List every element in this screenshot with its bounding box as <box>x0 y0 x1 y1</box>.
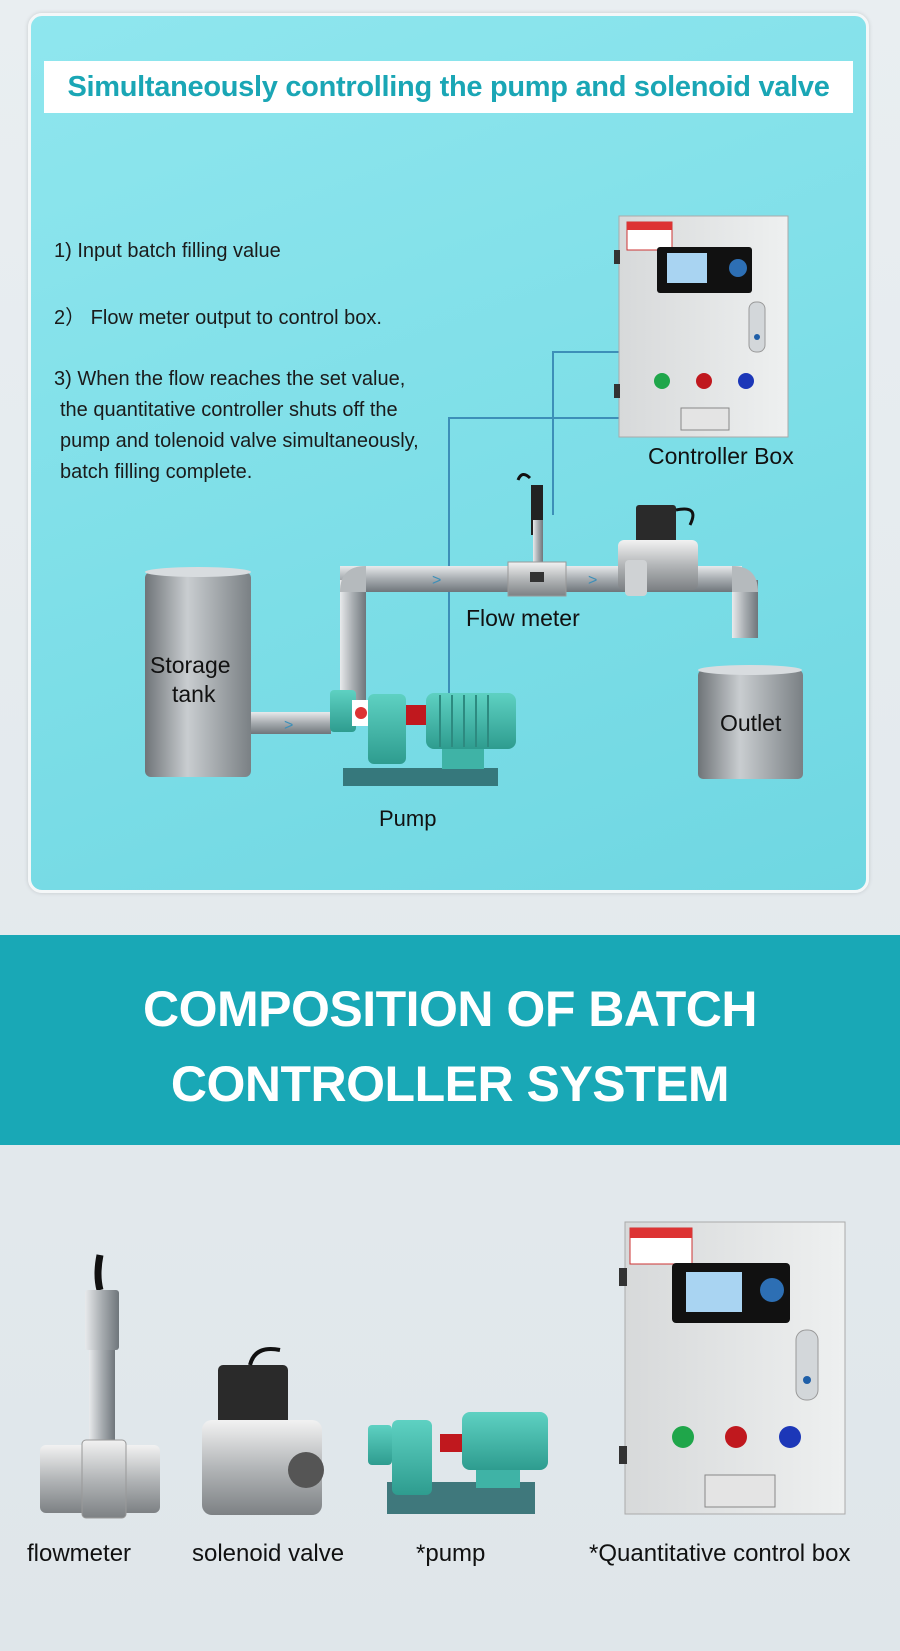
outlet-label: Outlet <box>720 710 782 736</box>
controller-box-icon <box>614 215 789 438</box>
flow-meter-icon <box>507 473 567 597</box>
pump-icon <box>330 690 516 786</box>
product-pump-image <box>368 1412 548 1514</box>
outlet-tank-icon <box>698 665 803 779</box>
product-flowmeter-image <box>40 1254 160 1519</box>
pump-label: Pump <box>379 806 437 831</box>
flow-arrow-icon: > <box>588 572 597 589</box>
flow-meter-label: Flow meter <box>466 605 580 631</box>
product-control-box-image <box>619 1221 846 1515</box>
storage-tank-label-2: tank <box>172 681 216 707</box>
product-label-solenoid-valve: solenoid valve <box>192 1540 345 1567</box>
signal-wires <box>448 351 619 720</box>
step-1: 1) Input batch filling value <box>54 240 281 262</box>
product-solenoid-valve-image <box>202 1347 324 1515</box>
flow-arrow-icon: > <box>284 717 293 734</box>
step-2: 2） Flow meter output to control box. <box>54 307 382 329</box>
storage-tank-icon <box>145 567 251 777</box>
solenoid-valve-icon <box>618 505 698 596</box>
diagram-title: Simultaneously controlling the pump and … <box>44 61 853 113</box>
storage-tank-label: Storage <box>150 652 231 678</box>
section-header: COMPOSITION OF BATCH CONTROLLER SYSTEM <box>0 935 900 1145</box>
product-label-pump: *pump <box>416 1540 486 1567</box>
section-title-line-1: COMPOSITION OF BATCH <box>142 981 758 1037</box>
step-3-line-3: pump and tolenoid valve simultaneously, <box>60 430 419 452</box>
step-3: 3) When the flow reaches the set value, <box>54 368 406 390</box>
product-label-flowmeter: flowmeter <box>27 1540 132 1567</box>
product-label-control-box: *Quantitative control box <box>589 1540 851 1567</box>
flow-direction-arrows: > > > <box>284 572 597 734</box>
step-3-line-2: the quantitative controller shuts off th… <box>60 399 398 421</box>
flow-arrow-icon: > <box>432 572 441 589</box>
step-3-line-4: batch filling complete. <box>60 461 253 483</box>
section-title-line-2: CONTROLLER SYSTEM <box>170 1056 730 1112</box>
controller-box-label: Controller Box <box>648 443 794 469</box>
